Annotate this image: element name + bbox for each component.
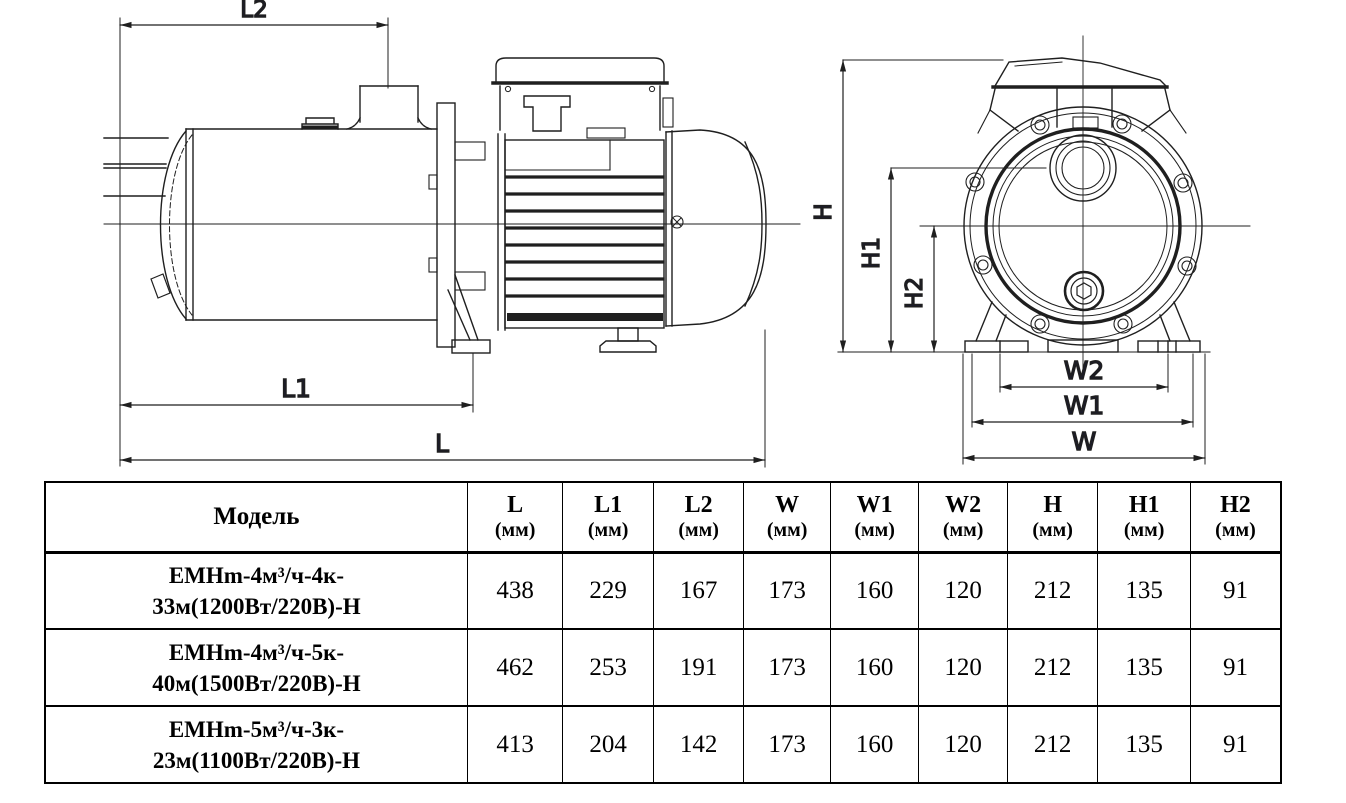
value-L: 438 — [466, 552, 564, 629]
dim-W — [962, 353, 1206, 465]
dim-L — [119, 329, 766, 468]
terminal-box-side — [491, 57, 674, 139]
value-H2: 91 — [1189, 552, 1282, 629]
value-W1: 160 — [829, 552, 920, 629]
model-name: EMHm-4м³/ч-5к- 40м(1500Вт/220В)-Н — [44, 629, 468, 706]
value-L2: 167 — [652, 552, 745, 629]
value-H: 212 — [1006, 629, 1099, 706]
col-header-W: W (мм) — [743, 482, 831, 552]
value-W1: 160 — [829, 629, 920, 706]
flange-bolts — [965, 114, 1197, 334]
value-H1: 135 — [1097, 629, 1191, 706]
dim-L2 — [119, 17, 389, 467]
dim-label-L2: L2 — [240, 0, 267, 23]
dim-label-W1: W1 — [1064, 391, 1105, 420]
value-H2: 91 — [1189, 629, 1282, 706]
value-W: 173 — [743, 706, 831, 783]
motor-foot — [599, 327, 657, 353]
side-view-drawing: L2 L1 L — [103, 0, 801, 468]
dim-W1 — [971, 353, 1194, 428]
dim-label-L: L — [435, 429, 449, 458]
value-W2: 120 — [918, 706, 1008, 783]
flange-plate — [428, 102, 491, 354]
value-L1: 229 — [562, 552, 654, 629]
table-header-row: Модель L (мм) L1 (мм) L2 (мм) W (мм) — [44, 482, 1282, 552]
hex-plug — [1063, 270, 1105, 312]
col-header-H1: H1 (мм) — [1097, 482, 1191, 552]
dim-label-W2: W2 — [1064, 356, 1105, 385]
front-view-drawing: H H1 H2 W2 — [810, 35, 1251, 465]
value-W1: 160 — [829, 706, 920, 783]
value-W2: 120 — [918, 629, 1008, 706]
value-H2: 91 — [1189, 706, 1282, 783]
value-L2: 191 — [652, 629, 745, 706]
col-header-H2: H2 (мм) — [1189, 482, 1282, 552]
dim-H — [839, 59, 1004, 353]
dim-H1 — [887, 167, 1047, 353]
model-name: EMHm-4м³/ч-4к- 33м(1200Вт/220В)-Н — [44, 552, 468, 629]
fan-cover — [665, 129, 767, 327]
dim-label-H2: H2 — [902, 277, 928, 309]
terminal-box-front — [977, 57, 1187, 134]
model-header-label: Модель — [213, 502, 300, 530]
model-name: EMHm-5м³/ч-3к- 23м(1100Вт/220В)-Н — [44, 706, 468, 783]
dim-label-H: H — [811, 203, 837, 220]
dim-L1 — [119, 353, 474, 413]
value-L: 413 — [466, 706, 564, 783]
col-header-L1: L1 (мм) — [562, 482, 654, 552]
discharge-port — [346, 85, 432, 130]
dim-label-H1: H1 — [859, 237, 885, 269]
pump-body — [150, 117, 438, 321]
col-header-L2: L2 (мм) — [652, 482, 745, 552]
table-row: EMHm-5м³/ч-3к- 23м(1100Вт/220В)-Н 413 20… — [44, 706, 1282, 783]
port-circles — [1049, 134, 1117, 202]
mounting-feet — [837, 301, 1211, 353]
motor — [497, 133, 665, 331]
dim-label-L1: L1 — [281, 374, 311, 403]
technical-drawing: L2 L1 L — [103, 0, 1251, 468]
col-header-W2: W2 (мм) — [918, 482, 1008, 552]
value-W2: 120 — [918, 552, 1008, 629]
value-L2: 142 — [652, 706, 745, 783]
inlet-pipe — [103, 137, 169, 197]
col-header-H: H (мм) — [1006, 482, 1099, 552]
motor-fins — [505, 175, 665, 298]
value-L: 462 — [466, 629, 564, 706]
flange-circles — [963, 106, 1203, 346]
value-L1: 204 — [562, 706, 654, 783]
value-L1: 253 — [562, 629, 654, 706]
value-H: 212 — [1006, 706, 1099, 783]
value-W: 173 — [743, 629, 831, 706]
dim-label-W: W — [1072, 427, 1097, 456]
value-H1: 135 — [1097, 706, 1191, 783]
col-header-W1: W1 (мм) — [829, 482, 920, 552]
col-header-L: L (мм) — [466, 482, 564, 552]
dim-W2 — [999, 353, 1169, 393]
value-H1: 135 — [1097, 552, 1191, 629]
value-H: 212 — [1006, 552, 1099, 629]
value-W: 173 — [743, 552, 831, 629]
col-header-model: Модель — [44, 482, 468, 552]
table-row: EMHm-4м³/ч-5к- 40м(1500Вт/220В)-Н 462 25… — [44, 629, 1282, 706]
dimension-spec-table: Модель L (мм) L1 (мм) L2 (мм) W (мм) — [44, 481, 1282, 784]
table-row: EMHm-4м³/ч-4к- 33м(1200Вт/220В)-Н 438 22… — [44, 552, 1282, 629]
